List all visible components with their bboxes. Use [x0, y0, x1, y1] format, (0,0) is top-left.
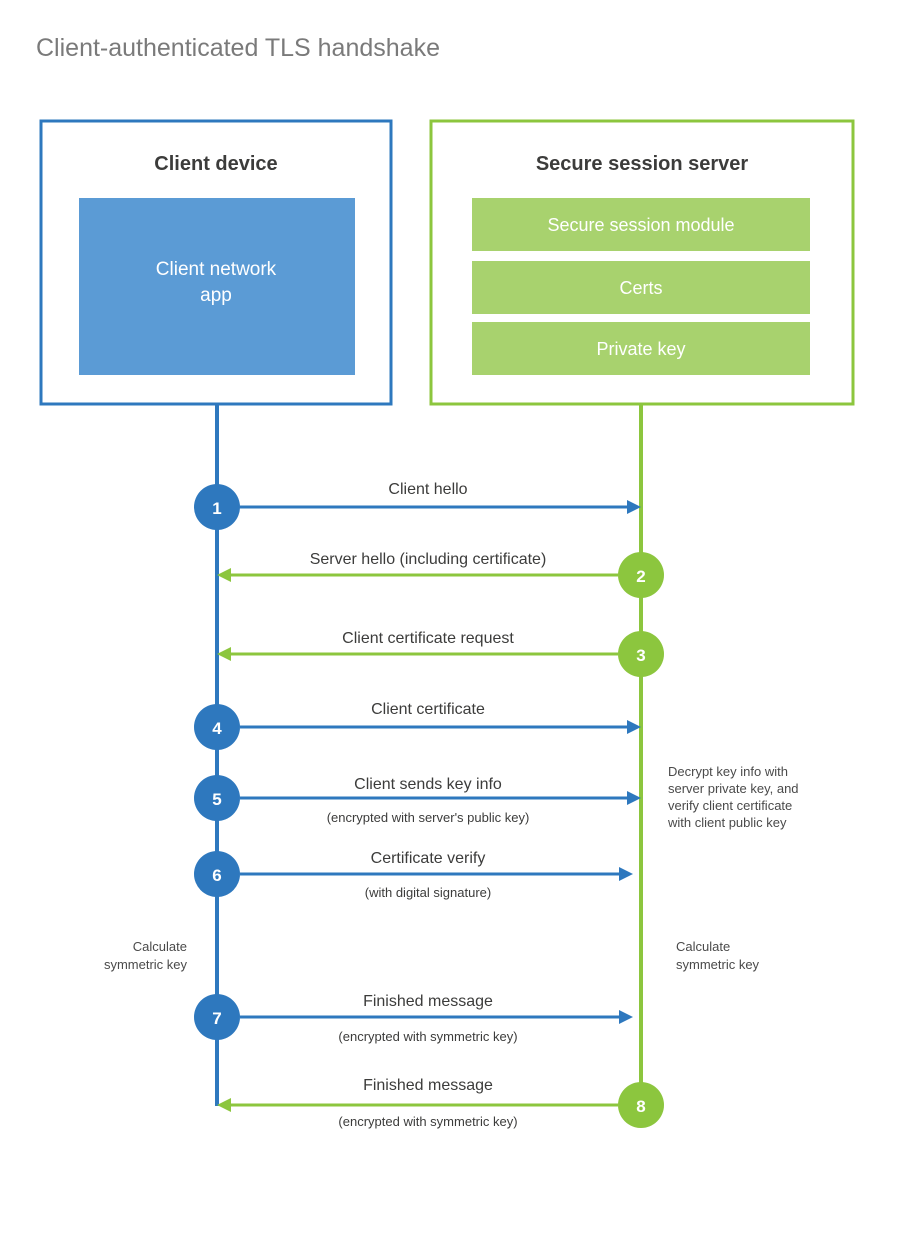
message-label-2: Server hello (including certificate) — [310, 551, 547, 568]
message-arrowhead-2 — [217, 568, 231, 582]
message-row-2: Server hello (including certificate) 2 — [217, 551, 664, 598]
step-circle-1 — [194, 484, 240, 530]
step-circle-5 — [194, 775, 240, 821]
message-sublabel-6: (with digital signature) — [365, 885, 491, 900]
server-calculate-note: Calculate symmetric key — [676, 939, 760, 972]
message-sublabel-8: (encrypted with symmetric key) — [338, 1114, 517, 1129]
server-module-label-0: Secure session module — [547, 215, 734, 235]
step-number-2: 2 — [636, 567, 645, 586]
message-row-8: Finished message (encrypted with symmetr… — [217, 1077, 664, 1129]
page-title: Client-authenticated TLS handshake — [36, 34, 440, 62]
server-module-label-2: Private key — [596, 339, 685, 359]
message-label-6: Certificate verify — [371, 850, 486, 867]
message-row-1: Client hello 1 — [194, 481, 641, 530]
server-module-box-1 — [472, 261, 810, 314]
message-arrowhead-1 — [627, 500, 641, 514]
client-device-title: Client device — [154, 153, 277, 175]
step-number-6: 6 — [212, 866, 221, 885]
server-calculate-note-line-0: Calculate — [676, 939, 730, 954]
step-circle-3 — [618, 631, 664, 677]
client-calculate-note-line-0: Calculate — [133, 939, 187, 954]
message-row-6: Certificate verify (with digital signatu… — [194, 850, 633, 900]
step-circle-8 — [618, 1082, 664, 1128]
message-arrowhead-8 — [217, 1098, 231, 1112]
message-label-4: Client certificate — [371, 701, 485, 718]
message-arrowhead-6 — [619, 867, 633, 881]
message-arrowhead-3 — [217, 647, 231, 661]
secure-session-server-title: Secure session server — [536, 153, 749, 175]
message-label-7: Finished message — [363, 993, 493, 1010]
message-arrowhead-5 — [627, 791, 641, 805]
step-number-5: 5 — [212, 790, 221, 809]
message-label-8: Finished message — [363, 1077, 493, 1094]
client-network-app-label-line1: Client network — [156, 259, 277, 280]
server-decrypt-note-line-0: Decrypt key info with — [668, 764, 788, 779]
server-decrypt-note: Decrypt key info with server private key… — [667, 764, 799, 830]
step-circle-4 — [194, 704, 240, 750]
server-module-box-0 — [472, 198, 810, 251]
step-number-1: 1 — [212, 499, 221, 518]
message-arrowhead-7 — [619, 1010, 633, 1024]
message-arrowhead-4 — [627, 720, 641, 734]
message-label-3: Client certificate request — [342, 630, 514, 647]
client-network-app-label-line2: app — [200, 285, 232, 306]
message-row-4: Client certificate 4 — [194, 701, 641, 750]
message-sublabel-5: (encrypted with server's public key) — [327, 810, 530, 825]
message-row-3: Client certificate request 3 — [217, 630, 664, 677]
step-number-3: 3 — [636, 646, 645, 665]
step-circle-6 — [194, 851, 240, 897]
secure-session-server-panel: Secure session server Secure session mod… — [429, 119, 855, 406]
step-circle-7 — [194, 994, 240, 1040]
server-calculate-note-line-1: symmetric key — [676, 957, 760, 972]
message-row-7: Finished message (encrypted with symmetr… — [194, 993, 633, 1044]
message-row-5: Client sends key info (encrypted with se… — [194, 775, 641, 825]
server-module-box-2 — [472, 322, 810, 375]
message-label-5: Client sends key info — [354, 776, 502, 793]
client-calculate-note: Calculate symmetric key — [104, 939, 188, 972]
step-number-8: 8 — [636, 1097, 645, 1116]
client-network-app-box — [79, 198, 355, 375]
server-decrypt-note-line-3: with client public key — [667, 815, 787, 830]
client-calculate-note-line-1: symmetric key — [104, 957, 188, 972]
step-number-4: 4 — [212, 719, 222, 738]
server-decrypt-note-line-2: verify client certificate — [668, 798, 792, 813]
client-device-panel: Client device Client network app — [39, 119, 393, 406]
message-label-1: Client hello — [388, 481, 467, 498]
server-module-label-1: Certs — [619, 278, 662, 298]
message-sublabel-7: (encrypted with symmetric key) — [338, 1029, 517, 1044]
server-decrypt-note-line-1: server private key, and — [668, 781, 799, 796]
step-circle-2 — [618, 552, 664, 598]
step-number-7: 7 — [212, 1009, 221, 1028]
